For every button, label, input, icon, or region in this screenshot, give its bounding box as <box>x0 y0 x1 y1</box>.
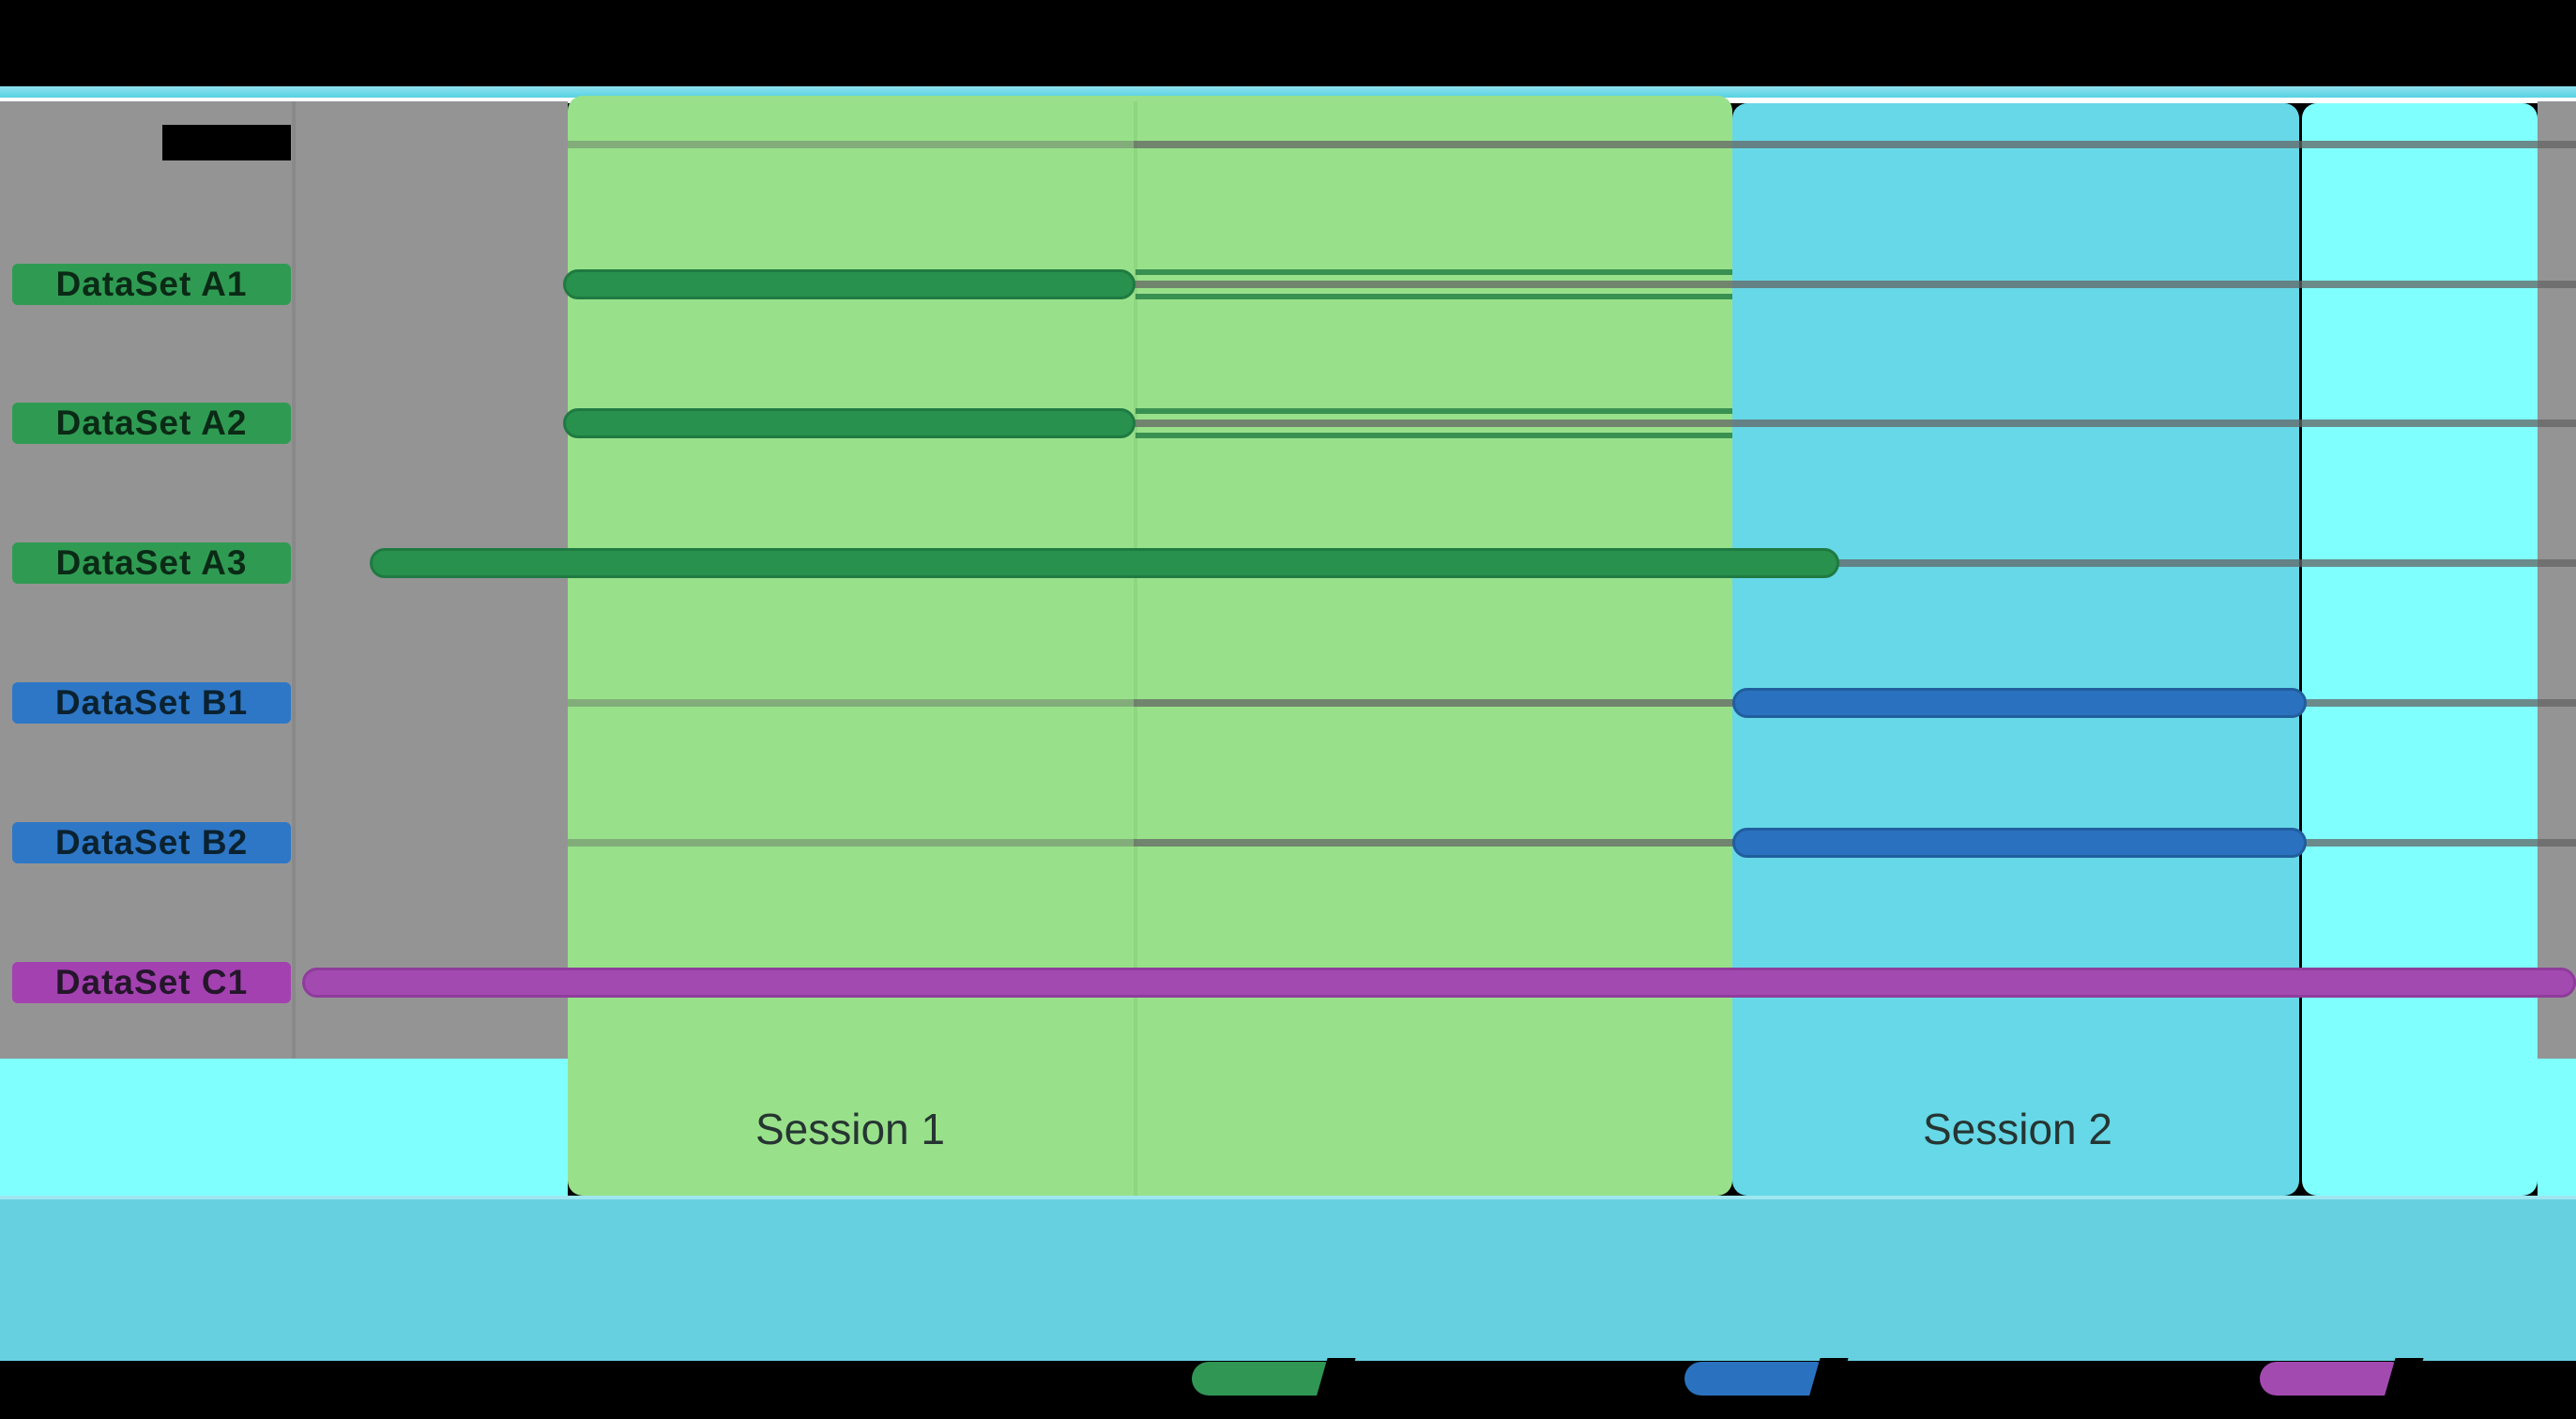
legend-pill-slant-cut <box>2383 1358 2424 1401</box>
task-bar-dataset-a3[interactable] <box>370 548 1839 578</box>
task-bar-dataset-a2[interactable] <box>563 408 1136 438</box>
axis-title-fragment: T <box>135 0 161 43</box>
gridline-solid-row1 <box>1134 281 2576 288</box>
bar-track-upper-row1 <box>1136 269 1732 275</box>
legend-pill-slant-cut <box>1315 1358 1356 1401</box>
top-cyan-strip <box>0 86 2576 98</box>
task-bar-dataset-b1[interactable] <box>1732 688 2307 718</box>
bar-track-lower-row1 <box>1136 294 1732 299</box>
gridline-solid-row0 <box>1134 141 2576 148</box>
session-label-session-2: Session 2 <box>1922 1105 2112 1153</box>
task-bar-dataset-b2[interactable] <box>1732 828 2307 858</box>
bar-track-lower-row2 <box>1136 433 1732 438</box>
row-label-badge-dataset-b2: DataSet B2 <box>12 822 291 863</box>
legend-pill-blue[interactable] <box>1684 1358 1849 1401</box>
bottom-right-corner-region <box>2538 1059 2576 1196</box>
gridline-solid-row3 <box>1134 559 2576 567</box>
gridline-muted-row4 <box>568 699 1134 707</box>
row-label-badge-dataset-a2: DataSet A2 <box>12 403 291 444</box>
row-label-badge-dataset-c1: DataSet C1 <box>12 962 291 1003</box>
redaction-box <box>162 125 291 160</box>
task-bar-dataset-a1[interactable] <box>563 269 1136 299</box>
session-band-unlabeled <box>2302 103 2538 1196</box>
gridline-muted-row0 <box>568 141 1134 148</box>
axis-divider-line <box>292 101 296 1059</box>
legend-pill-green[interactable] <box>1192 1358 1356 1401</box>
bar-track-upper-row2 <box>1136 408 1732 414</box>
row-label-badge-dataset-a3: DataSet A3 <box>12 542 291 584</box>
gridline-solid-row2 <box>1134 420 2576 427</box>
legend-pill-slant-cut <box>1807 1358 1849 1401</box>
session-label-session-1: Session 1 <box>755 1105 945 1153</box>
bottom-left-corner-region <box>0 1059 568 1196</box>
session-band-session-2 <box>1732 103 2299 1196</box>
bottom-cyan-band <box>0 1196 2576 1361</box>
row-label-badge-dataset-b1: DataSet B1 <box>12 682 291 724</box>
session-segment-divider <box>1134 101 1137 1196</box>
gridline-muted-row5 <box>568 839 1134 847</box>
right-margin <box>2538 101 2576 1059</box>
row-label-badge-dataset-a1: DataSet A1 <box>12 264 291 305</box>
task-bar-dataset-c1[interactable] <box>302 968 2576 998</box>
legend-pill-purple[interactable] <box>2260 1358 2424 1401</box>
session-band-session-1 <box>568 96 1732 1196</box>
